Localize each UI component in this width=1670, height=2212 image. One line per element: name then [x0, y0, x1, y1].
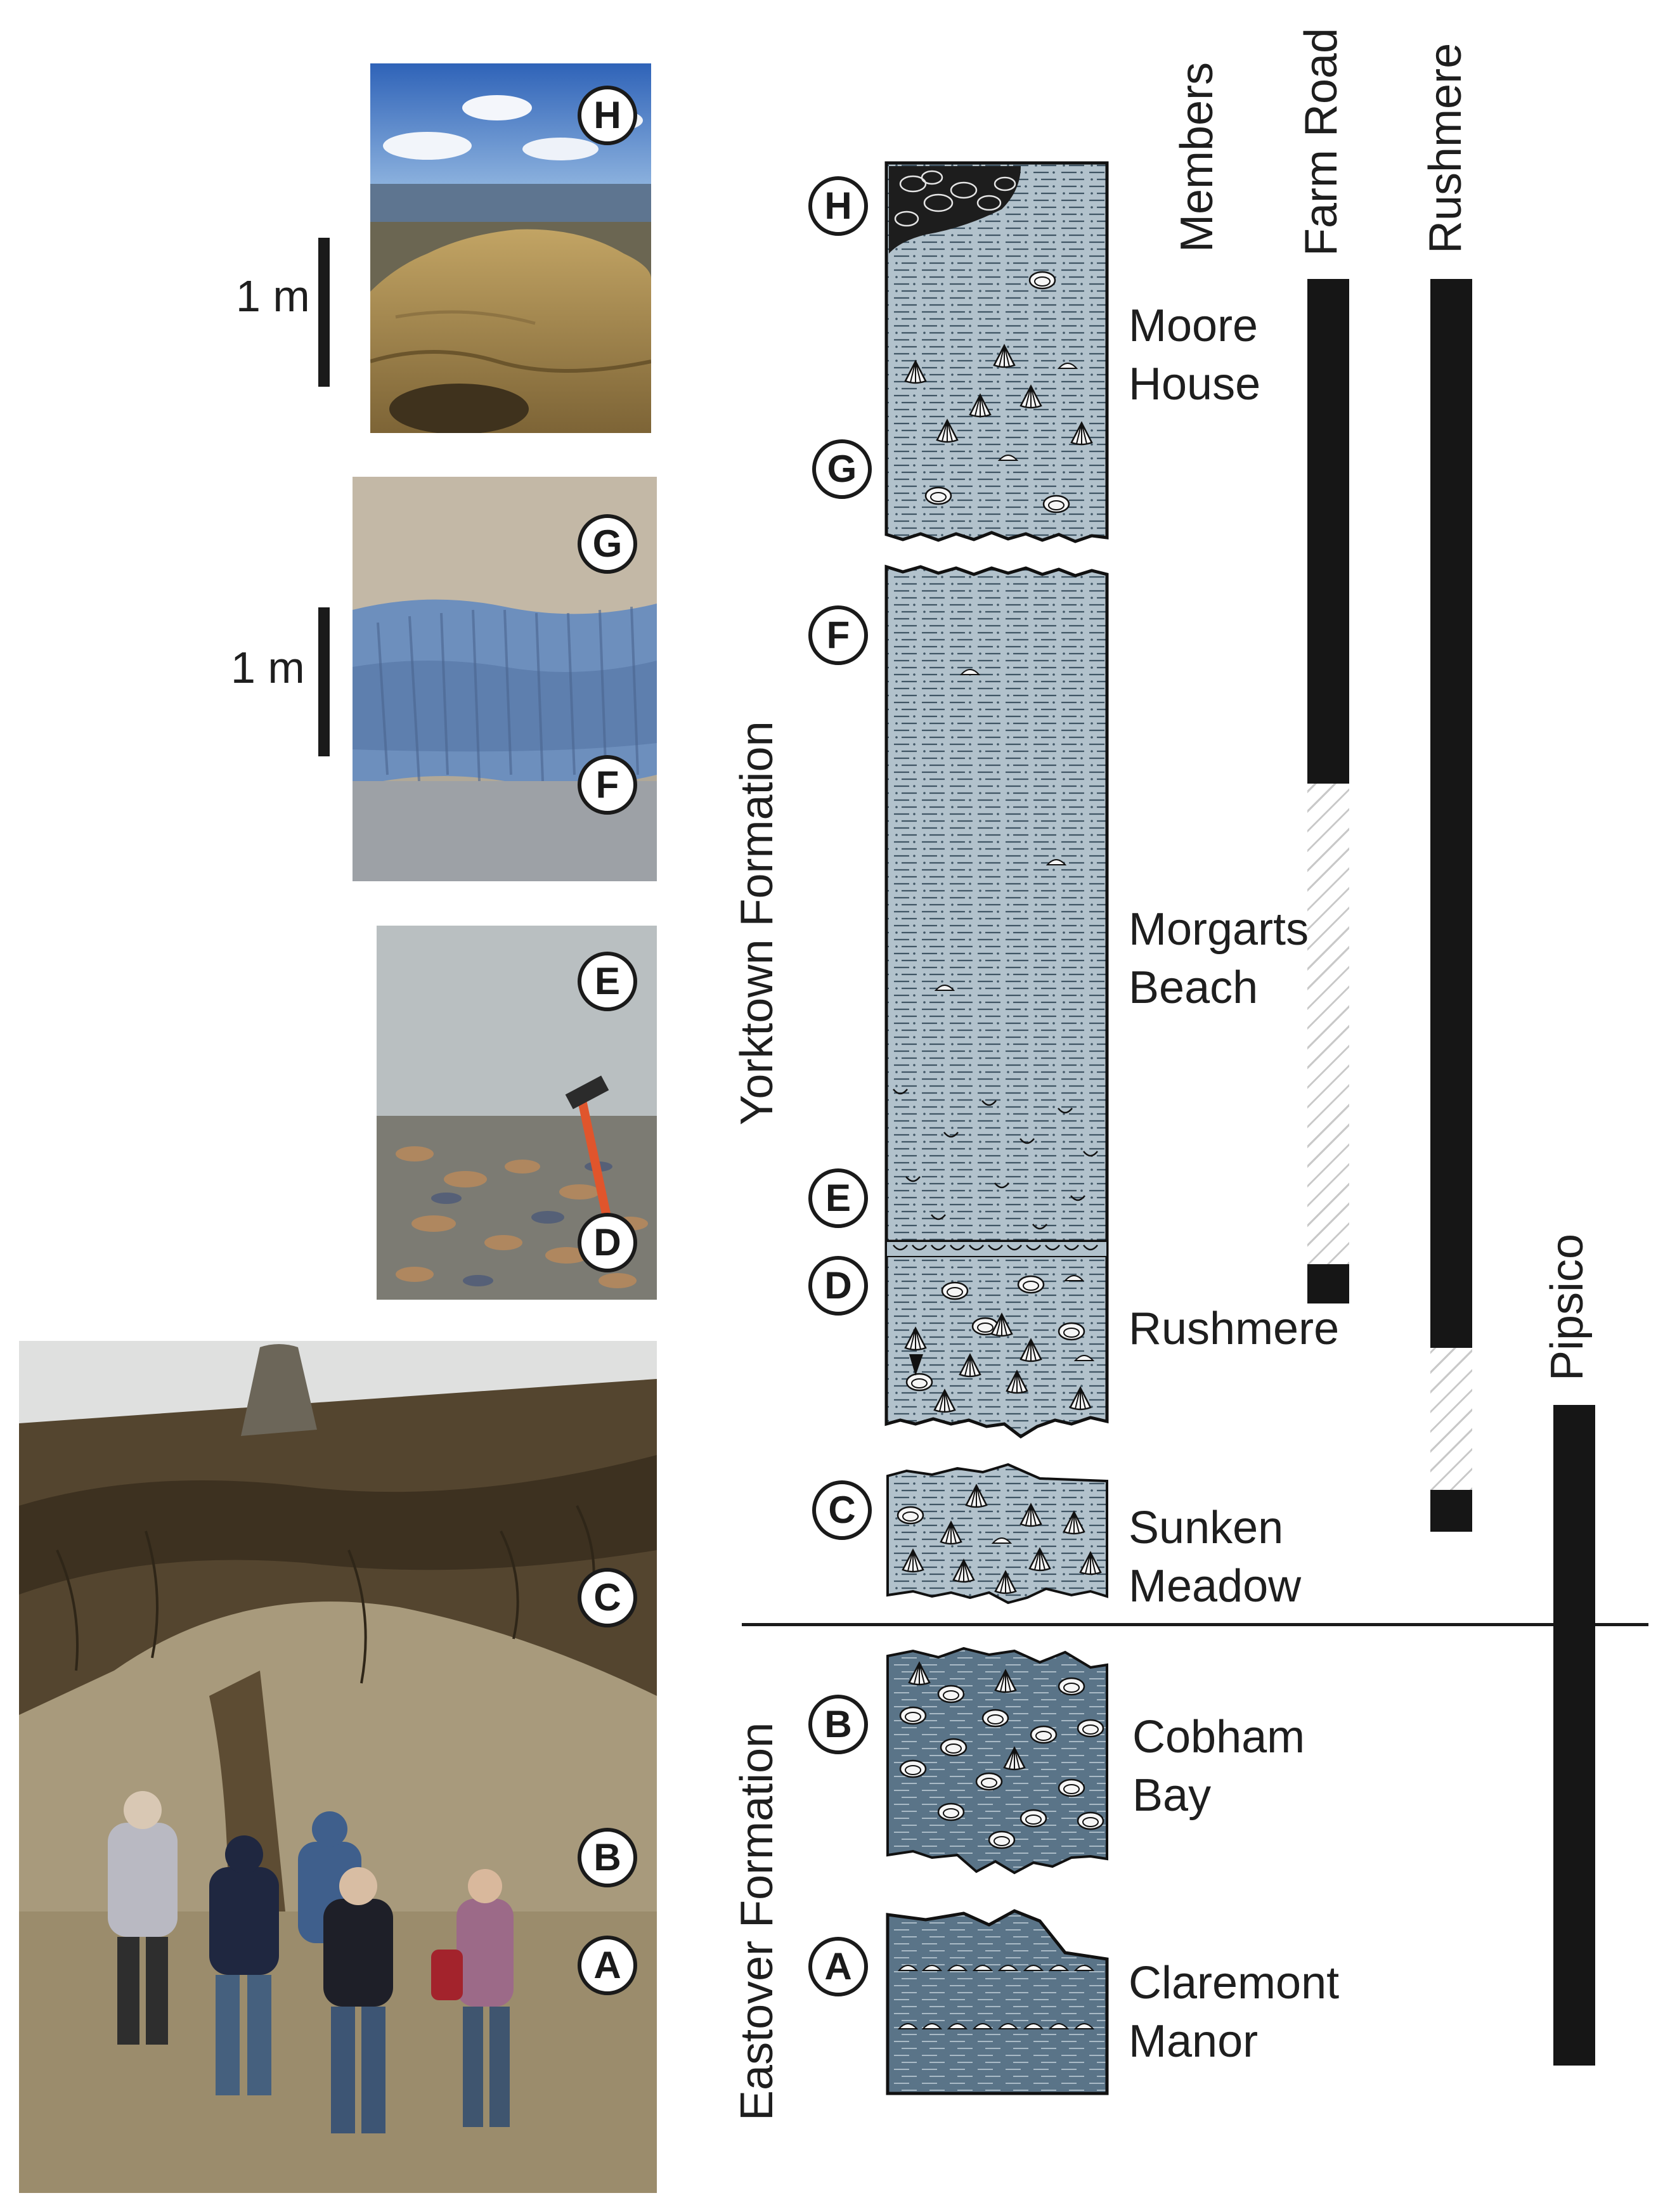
header-rushmere: Rushmere: [1420, 42, 1471, 254]
column-marker-g-letter: G: [827, 448, 857, 490]
member-label-morgarts-beach-line2: Beach: [1129, 962, 1259, 1013]
header-members: Members: [1172, 61, 1222, 252]
photo-marker-c: C: [576, 1566, 639, 1633]
member-label-morgarts-beach: Morgarts Beach: [1129, 900, 1309, 1017]
column-marker-g: G: [810, 437, 874, 504]
shark-tooth: [909, 1354, 923, 1376]
photo-moore-house-outcrop: [370, 63, 651, 433]
farm-road-bar-upper: [1307, 279, 1349, 784]
photo-marker-b-letter: B: [593, 1836, 621, 1879]
rushmere-hatch: [1430, 1348, 1472, 1490]
unit-claremont-manor: [886, 1909, 1109, 2095]
photo-marker-h-letter: H: [593, 94, 621, 136]
member-label-moore-house: Moore House: [1129, 297, 1260, 413]
column-marker-f-letter: F: [827, 614, 850, 656]
photo-marker-g: G: [576, 512, 639, 579]
column-marker-e: E: [806, 1167, 870, 1233]
rushmere-bar-lower: [1430, 1490, 1472, 1532]
pipsico-bar: [1553, 1405, 1595, 2066]
member-label-sunken-meadow: Sunken Meadow: [1129, 1499, 1301, 1615]
member-label-cobham-bay-line2: Bay: [1132, 1770, 1212, 1821]
member-label-rushmere: Rushmere: [1129, 1300, 1339, 1358]
unit-sunken-meadow: [886, 1463, 1108, 1605]
photo-eastover-outcrop-with-geologists: [19, 1341, 657, 2193]
formation-boundary-line: [742, 1623, 1648, 1626]
member-label-sunken-meadow-line2: Meadow: [1129, 1561, 1302, 1612]
farm-road-hatch: [1307, 784, 1349, 1264]
member-label-cobham-bay-line1: Cobham: [1132, 1712, 1305, 1762]
column-marker-c-letter: C: [828, 1489, 855, 1531]
header-farm-road: Farm Road: [1296, 27, 1347, 256]
column-marker-c: C: [810, 1478, 874, 1545]
header-pipsico: Pipsico: [1542, 1233, 1593, 1381]
column-marker-h: H: [806, 174, 870, 241]
column-marker-a: A: [806, 1935, 870, 2002]
member-label-sunken-meadow-line1: Sunken: [1129, 1503, 1284, 1553]
member-label-rushmere-line1: Rushmere: [1129, 1303, 1340, 1354]
photo-marker-e: E: [576, 950, 639, 1016]
scale-bar-top-label: 1 m: [236, 271, 310, 321]
column-marker-d-letter: D: [824, 1264, 851, 1307]
member-label-moore-house-line1: Moore: [1129, 301, 1259, 351]
photo-marker-d: D: [576, 1211, 639, 1277]
column-marker-h-letter: H: [824, 184, 851, 227]
scale-bar-middle-label: 1 m: [231, 643, 305, 692]
column-marker-f: F: [806, 604, 870, 670]
photo-marker-d-letter: D: [593, 1221, 621, 1264]
photo-marker-a: A: [576, 1934, 639, 2000]
column-marker-a-letter: A: [824, 1945, 851, 1988]
member-label-cobham-bay: Cobham Bay: [1132, 1708, 1305, 1825]
member-label-claremont-manor-line1: Claremont: [1129, 1958, 1340, 2008]
photo-marker-c-letter: C: [593, 1576, 621, 1619]
rushmere-bar-upper: [1430, 279, 1472, 1348]
unit-moore-house: [884, 161, 1109, 543]
oyster-cluster: [889, 166, 1021, 254]
unit-morgarts-beach: [884, 564, 1109, 1243]
column-marker-b-letter: B: [824, 1703, 851, 1745]
photo-marker-g-letter: G: [593, 522, 623, 565]
column-marker-b: B: [806, 1693, 870, 1759]
member-label-claremont-manor-line2: Manor: [1129, 2016, 1259, 2067]
farm-road-bar-lower: [1307, 1264, 1349, 1303]
photo-marker-a-letter: A: [593, 1944, 621, 1986]
scale-bar-top: [318, 238, 330, 387]
photo-marker-e-letter: E: [595, 960, 620, 1002]
scale-bar-middle: [318, 607, 330, 756]
photo-marker-h: H: [576, 84, 639, 150]
member-label-claremont-manor: Claremont Manor: [1129, 1954, 1339, 2071]
photo-marker-f-letter: F: [596, 763, 619, 806]
photo-marker-b: B: [576, 1826, 639, 1892]
photo-marker-f: F: [576, 753, 639, 820]
member-label-morgarts-beach-line1: Morgarts: [1129, 904, 1309, 955]
column-marker-e-letter: E: [825, 1177, 851, 1219]
member-label-moore-house-line2: House: [1129, 359, 1261, 410]
column-marker-d: D: [806, 1254, 870, 1321]
